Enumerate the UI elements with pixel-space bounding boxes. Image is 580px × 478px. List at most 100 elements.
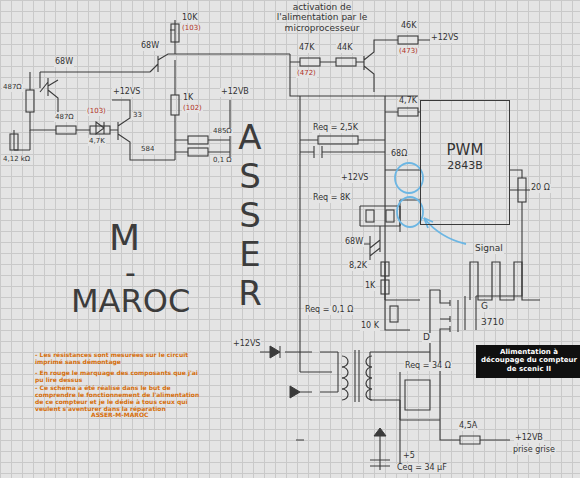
resistor-group-stroke	[171, 95, 179, 115]
wire-group-stroke	[40, 40, 430, 96]
wire-group-stroke	[300, 96, 420, 372]
transformer-coil-stroke	[366, 367, 372, 378]
component-value: 68Ω	[390, 150, 408, 159]
resistor-group-stroke	[10, 134, 18, 150]
resistor-group-stroke	[300, 58, 320, 66]
wire-group-stroke	[14, 130, 30, 150]
transformer-coil-stroke	[342, 356, 348, 367]
component-value: Ceq = 34 µF	[396, 464, 448, 473]
component-value: 8,2K	[348, 262, 368, 271]
component-value: 1K	[364, 282, 376, 291]
component-value: 68W	[344, 238, 364, 247]
component-value: 20 Ω	[530, 184, 551, 193]
component-value: +12VB	[514, 434, 544, 443]
transformer-coil-stroke	[342, 378, 348, 389]
diode-group-stroke	[374, 428, 386, 436]
pwm-ic-box: PWM2843B	[420, 100, 510, 225]
component-value: 46K	[400, 22, 417, 31]
wire-group	[14, 20, 540, 470]
component-value: 584	[140, 146, 155, 154]
component-value: 68W	[54, 58, 74, 67]
node-heading: Alimentation à découpage du compteur de …	[479, 348, 579, 373]
component-value: +12VS	[232, 340, 261, 349]
resistor-group-stroke	[171, 24, 179, 42]
wire-group-stroke	[360, 206, 420, 330]
blue-annotation-stroke	[424, 218, 466, 244]
component-value: activation de l'alimentation par le micr…	[262, 2, 382, 33]
node-text: 2843B	[425, 159, 505, 172]
wire-group-stroke	[30, 72, 175, 160]
watermark-text: M	[108, 218, 141, 258]
watermark-text: MAROC	[70, 284, 191, 319]
resistor-group-stroke	[386, 210, 394, 222]
marking-code: (103)	[86, 108, 107, 116]
wire-group-stroke	[460, 436, 480, 444]
component-value: +12VS	[430, 34, 459, 43]
note-text: - En rouge le marquage des composants qu…	[34, 370, 206, 384]
component-value: D	[422, 333, 431, 343]
resistor-group-stroke	[381, 262, 389, 276]
transformer-coil	[342, 356, 372, 400]
resistor-group-stroke	[318, 136, 358, 144]
transformer-coil-stroke	[366, 356, 372, 367]
note-text: - Ce schéma a été réalisé dans le but de…	[34, 385, 206, 413]
component-value: 1K	[182, 94, 194, 103]
transformer-coil-stroke	[366, 389, 372, 400]
component-value: 10 K	[360, 322, 380, 331]
capacitor-group	[296, 146, 322, 440]
diode-group	[270, 346, 386, 436]
component-value: G	[480, 302, 489, 312]
component-value: 3710	[480, 318, 505, 328]
wire-group-stroke	[96, 122, 104, 134]
resistor-group-stroke	[398, 36, 418, 44]
diode-group-stroke	[290, 386, 300, 398]
component-value: 487Ω	[54, 114, 75, 122]
note-text: - Les résistances sont mesurées sur le c…	[34, 352, 206, 366]
wire-group-stroke	[355, 350, 359, 402]
resistor-group-stroke	[90, 126, 110, 134]
component-value: Req = 2,5K	[312, 124, 359, 133]
node-heading: PWM	[425, 141, 505, 159]
resistor-group-stroke	[398, 108, 418, 116]
marking-code: (472)	[296, 70, 317, 78]
component-value: +12VS	[112, 88, 141, 97]
marking-code: (103)	[181, 25, 202, 33]
blue-annotation	[395, 163, 466, 244]
component-value: 0,1 Ω	[212, 157, 233, 165]
component-value: 33	[132, 112, 143, 120]
resistor-group	[10, 24, 526, 322]
component-value: Req = 8K	[312, 194, 351, 203]
component-value: 485Ω	[212, 128, 233, 136]
vertical-watermark: ASSER	[232, 118, 268, 313]
resistor-group-stroke	[56, 126, 76, 134]
signal-waveform-stroke	[470, 262, 540, 300]
component-value: +12VB	[220, 88, 250, 97]
marking-code: (473)	[398, 48, 419, 56]
component-value: 44K	[336, 44, 353, 53]
resistor-group-stroke	[390, 306, 398, 322]
resistor-group-stroke	[188, 148, 208, 156]
diode-group-stroke	[270, 346, 280, 358]
resistor-group-stroke	[26, 90, 34, 112]
wire-group-stroke	[175, 60, 230, 160]
resistor-group-stroke	[381, 280, 389, 294]
resistor-group-stroke	[366, 210, 374, 222]
component-value: 4,7K	[88, 138, 106, 146]
title-box: Alimentation à découpage du compteur de …	[476, 345, 580, 378]
resistor-group-stroke	[518, 178, 526, 202]
component-value: Req = 0,1 Ω	[304, 306, 354, 315]
blue-annotation-stroke	[424, 218, 433, 228]
component-value: Signal	[474, 244, 504, 254]
transformer-coil-stroke	[366, 378, 372, 389]
component-value: 47K	[298, 44, 315, 53]
component-value: 4,7K	[398, 97, 418, 106]
note-text: ASSER-M-MAROC	[90, 412, 149, 419]
capacitor-group-stroke	[296, 146, 322, 440]
transformer-coil-stroke	[342, 367, 348, 378]
component-value: +5	[402, 452, 416, 461]
signal-waveform	[470, 262, 540, 300]
marking-code: (102)	[182, 105, 203, 113]
component-value: 10K	[181, 14, 198, 23]
component-value: 487Ω	[2, 84, 23, 92]
